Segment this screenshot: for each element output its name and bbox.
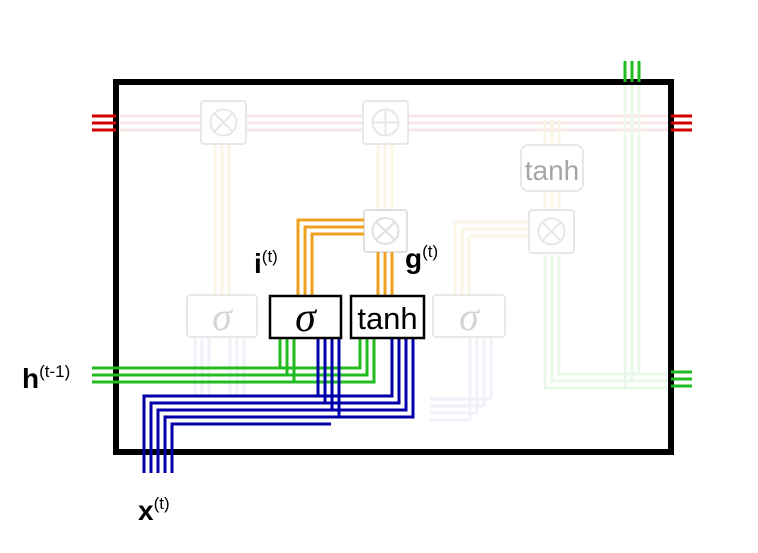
sigma-gate: σ: [268, 294, 343, 341]
tanh-gate-label: tanh: [357, 301, 417, 336]
faded-multiply-cell: [200, 100, 247, 145]
faded-sigma-left-text: σ: [212, 294, 233, 339]
faded-multiply-output: [528, 209, 575, 254]
faded-sigma-right-box: [432, 294, 506, 338]
cell-state-output-lines: [671, 114, 692, 132]
x-input-label: x(t): [138, 494, 170, 526]
i-gate-output-lines: [296, 218, 364, 297]
g-gate-label-base: g: [405, 243, 422, 274]
faded-tanh-box: [520, 144, 584, 192]
g-gate-output-lines: [376, 252, 394, 297]
tanh-gate: tanh: [349, 294, 426, 340]
x-input-label-base: x: [138, 495, 154, 526]
lstm-cell-border: [113, 79, 674, 455]
faded-tanh-top-text: tanh: [525, 155, 580, 186]
faded-sigma-left-box: [186, 294, 258, 338]
faded-layer: tanh σ σ: [120, 80, 672, 422]
h-prev-label-sup: (t-1): [39, 362, 70, 381]
i-gate-label-base: i: [254, 248, 262, 279]
faded-sigma-right-text: σ: [459, 294, 480, 339]
i-gate-label-sup: (t): [262, 247, 278, 266]
i-gate-label: i(t): [254, 247, 278, 279]
x-input-lines: [142, 338, 415, 473]
faded-add-cell: [362, 100, 409, 145]
hidden-state-right-output: [671, 370, 692, 388]
x-input-label-sup: (t): [154, 494, 170, 513]
hidden-state-top-output: [623, 61, 641, 82]
h-prev-label: h(t-1): [22, 362, 70, 394]
g-gate-label: g(t): [405, 242, 438, 274]
sigma-gate-label: σ: [295, 295, 318, 341]
input-multiply-gate: [363, 209, 408, 253]
h-prev-label-base: h: [22, 363, 39, 394]
h-prev-input-lines: [92, 338, 376, 384]
cell-state-input-lines: [92, 114, 116, 132]
g-gate-label-sup: (t): [422, 242, 438, 261]
